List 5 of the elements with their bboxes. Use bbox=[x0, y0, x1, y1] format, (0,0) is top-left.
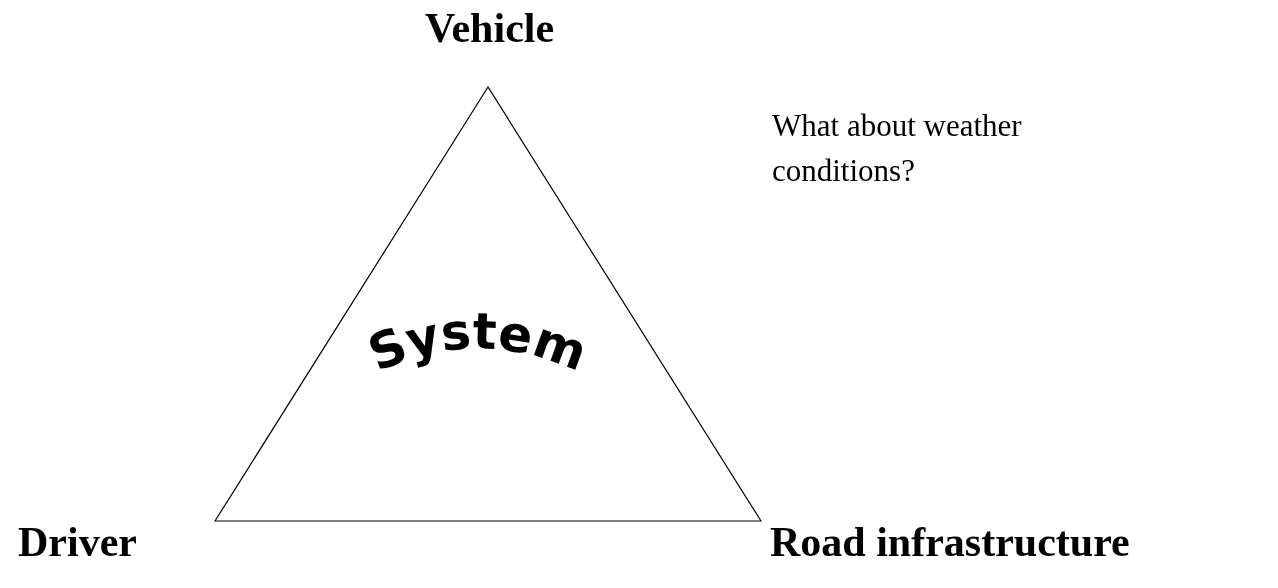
vertex-label: Road infrastructure bbox=[770, 518, 1130, 566]
vertex-label: Driver bbox=[18, 518, 137, 566]
note-text: What about weather conditions? bbox=[772, 107, 1023, 190]
arched-title: System bbox=[360, 302, 595, 383]
vertex-label: Vehicle bbox=[425, 4, 555, 52]
